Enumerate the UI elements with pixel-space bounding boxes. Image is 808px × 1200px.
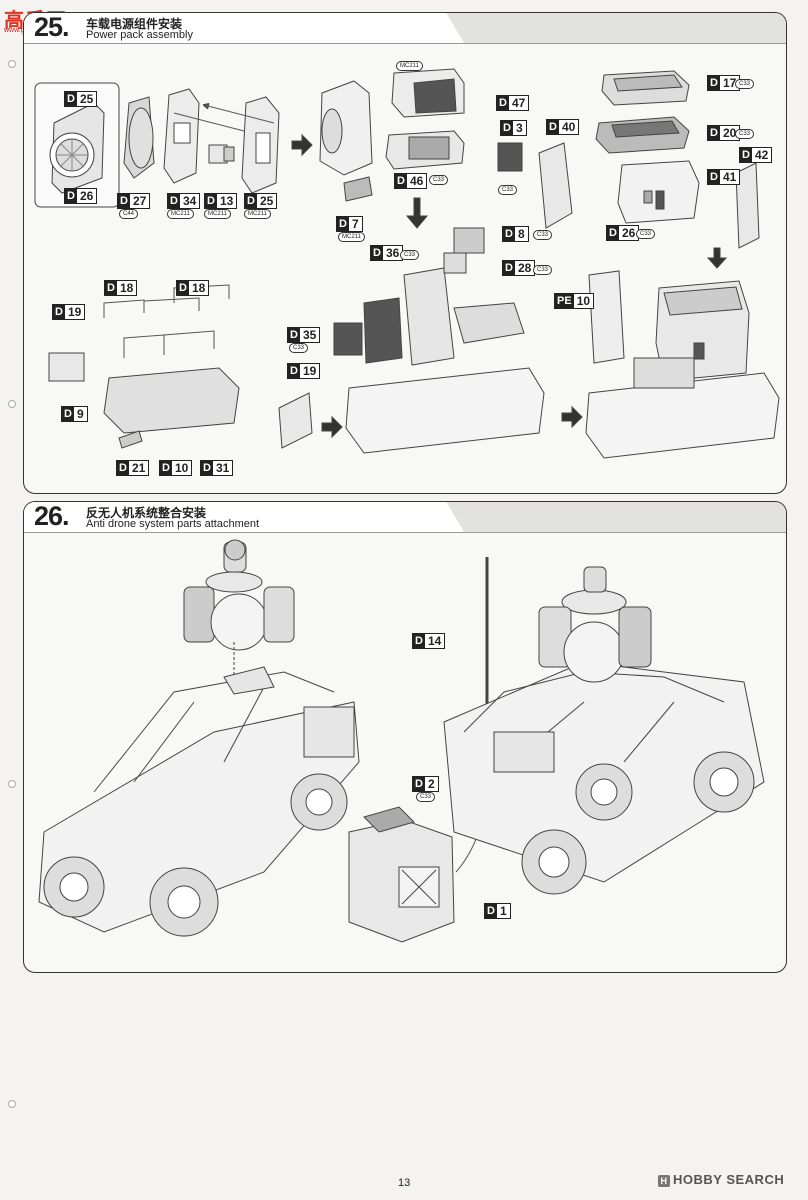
engine-frame-34	[163, 88, 200, 184]
binder-hole	[8, 400, 16, 408]
paint-code: C33	[533, 230, 553, 240]
step-25-panel: 25. 车载电源组件安装 Power pack assembly	[23, 12, 787, 494]
step-26-header: 26. 反无人机系统整合安装 Anti drone system parts a…	[24, 502, 786, 533]
small-part-13	[208, 144, 235, 164]
step-25-header: 25. 车载电源组件安装 Power pack assembly	[24, 13, 786, 44]
side-bracket-40	[538, 142, 573, 229]
binder-hole	[8, 60, 16, 68]
flow-arrow-2	[321, 415, 343, 439]
down-arrow	[405, 197, 429, 229]
pin-21	[118, 430, 143, 449]
paint-code: MC211	[396, 61, 423, 71]
hobbysearch-icon: H	[658, 1175, 670, 1187]
rear-panel-19	[48, 352, 85, 382]
battery-tray-20	[595, 116, 690, 154]
step-26-diagram	[38, 539, 765, 943]
radar-array-right	[538, 566, 652, 683]
paint-code: C33	[289, 343, 309, 353]
battery-lid-17	[601, 70, 690, 106]
step-number: 25.	[34, 12, 70, 42]
step-title-en: Anti drone system parts attachment	[86, 518, 260, 530]
side-bracket-42	[735, 162, 760, 249]
radiator-inset	[49, 102, 105, 194]
center-power-assembly	[333, 227, 545, 454]
radar-array-left	[183, 539, 295, 695]
step-25-diagram	[34, 68, 780, 459]
cargo-bed-31	[103, 367, 240, 434]
step-26-panel: 26. 反无人机系统整合安装 Anti drone system parts a…	[23, 501, 787, 973]
fan-housing	[123, 96, 155, 179]
cargo-frame-parts	[103, 284, 230, 358]
paint-code: C33	[498, 185, 518, 195]
paint-code: C33	[429, 175, 449, 185]
generator-core-46	[385, 130, 465, 170]
paint-code: MC211	[167, 209, 194, 219]
gear-part-3	[497, 142, 523, 172]
utv-vehicle-left	[38, 671, 360, 937]
battery-frame-41	[617, 160, 700, 224]
flow-arrow	[291, 133, 313, 157]
flow-arrow-3	[561, 405, 583, 429]
page-number: 13	[398, 1177, 411, 1189]
paint-code: MC211	[338, 232, 365, 242]
side-panel-19b	[278, 392, 313, 449]
paint-code: C33	[533, 265, 553, 275]
generator-cover-47	[391, 68, 465, 118]
paint-code: C33	[735, 129, 755, 139]
power-pack-module	[348, 806, 455, 943]
paint-code: C33	[735, 79, 755, 89]
paint-code: MC211	[204, 209, 231, 219]
engine-frame-25	[241, 96, 280, 194]
utv-vehicle-right	[443, 661, 765, 895]
step-number: 26.	[34, 501, 70, 531]
down-arrow-2	[706, 247, 728, 269]
final-power-pack	[585, 270, 780, 459]
step-title-cn: 车载电源组件安装	[86, 17, 183, 31]
paint-code: MC211	[244, 209, 271, 219]
paint-code: C44	[119, 209, 139, 219]
paint-code: C33	[416, 792, 436, 802]
step-title-cn: 反无人机系统整合安装	[86, 506, 207, 520]
paint-code: C33	[400, 250, 420, 260]
binder-hole	[8, 780, 16, 788]
binder-hole	[8, 1100, 16, 1108]
paint-code: C33	[636, 229, 656, 239]
assembled-engine	[319, 80, 373, 202]
step-title-en: Power pack assembly	[86, 29, 193, 41]
